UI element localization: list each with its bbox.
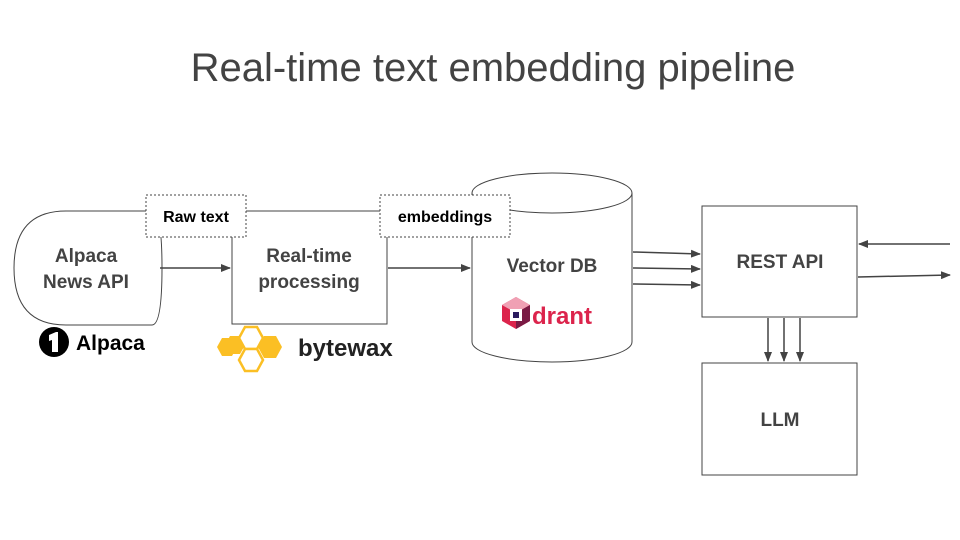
raw-text-tag-label: Raw text <box>163 209 229 226</box>
realtime-processing-node: Real-time processing <box>231 210 388 325</box>
bytewax-hexagon-icon <box>217 325 282 373</box>
alpaca-logo: Alpaca <box>39 327 145 357</box>
arrow-vectordb-to-restapi-3 <box>632 280 701 289</box>
alpaca-news-api-node: Alpaca News API <box>13 210 163 326</box>
alpaca-logo-text: Alpaca <box>76 332 145 355</box>
processing-node-label-line2: processing <box>258 272 359 293</box>
processing-node-label-line1: Real-time <box>266 246 352 267</box>
qdrant-logo: drant <box>502 297 592 330</box>
raw-text-tag: Raw text <box>145 194 247 238</box>
arrow-outgoing-from-restapi <box>857 271 951 280</box>
arrow-vectordb-to-restapi-1 <box>632 249 701 258</box>
rest-api-node: REST API <box>701 205 858 318</box>
arrow-vectordb-to-restapi-2 <box>632 264 701 273</box>
bytewax-logo: bytewax <box>217 325 393 373</box>
connectors <box>160 240 951 362</box>
embeddings-tag-label: embeddings <box>398 209 492 226</box>
qdrant-logo-text: drant <box>532 303 592 330</box>
alpaca-node-label-line2: News API <box>43 272 129 293</box>
alpaca-node-label-line1: Alpaca <box>55 246 118 267</box>
qdrant-logo-icon <box>502 297 530 329</box>
bytewax-logo-text: bytewax <box>298 335 393 362</box>
llm-node: LLM <box>701 362 858 476</box>
diagram-title: Real-time text embedding pipeline <box>190 46 796 90</box>
embeddings-tag: embeddings <box>379 194 511 238</box>
alpaca-logo-icon <box>39 327 69 357</box>
rest-api-label: REST API <box>737 252 824 273</box>
vector-db-label: Vector DB <box>507 256 598 277</box>
llm-label: LLM <box>760 410 799 431</box>
